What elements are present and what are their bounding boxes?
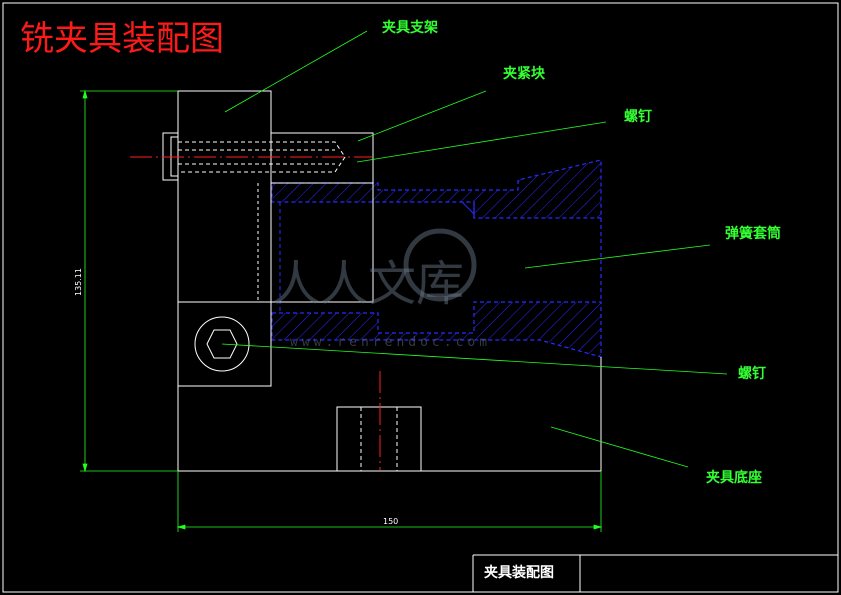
leader-lines (221, 30, 728, 468)
spring-sleeve (271, 159, 602, 358)
fixture-support (177, 90, 272, 387)
callout-fixture-support: 夹具支架 (382, 19, 438, 36)
watermark: 人人文库 www.renrendoc.com (272, 228, 491, 350)
fixture-base (177, 340, 602, 472)
dimension-height-label: 135.11 (74, 268, 83, 296)
callout-screw-top: 螺钉 (624, 108, 652, 125)
bottom-screw (194, 316, 250, 372)
callout-screw-bottom: 螺钉 (738, 365, 766, 382)
title-block (472, 554, 838, 592)
dimension-width-label: 150 (383, 517, 398, 526)
drawing-title: 铣夹具装配图 (20, 19, 224, 59)
callout-clamp-block: 夹紧块 (503, 65, 546, 82)
dimension-width (176, 471, 603, 532)
title-block-drawing-name: 夹具装配图 (484, 564, 554, 581)
dimension-height (80, 89, 178, 473)
watermark-url: www.renrendoc.com (290, 335, 491, 350)
callout-fixture-base: 夹具底座 (706, 469, 762, 486)
watermark-logo-ring (403, 228, 477, 302)
clamp-block (270, 132, 374, 303)
watermark-text: 人人文库 (272, 256, 464, 312)
callout-spring-sleeve: 弹簧套筒 (725, 225, 781, 242)
center-lines (130, 156, 381, 470)
